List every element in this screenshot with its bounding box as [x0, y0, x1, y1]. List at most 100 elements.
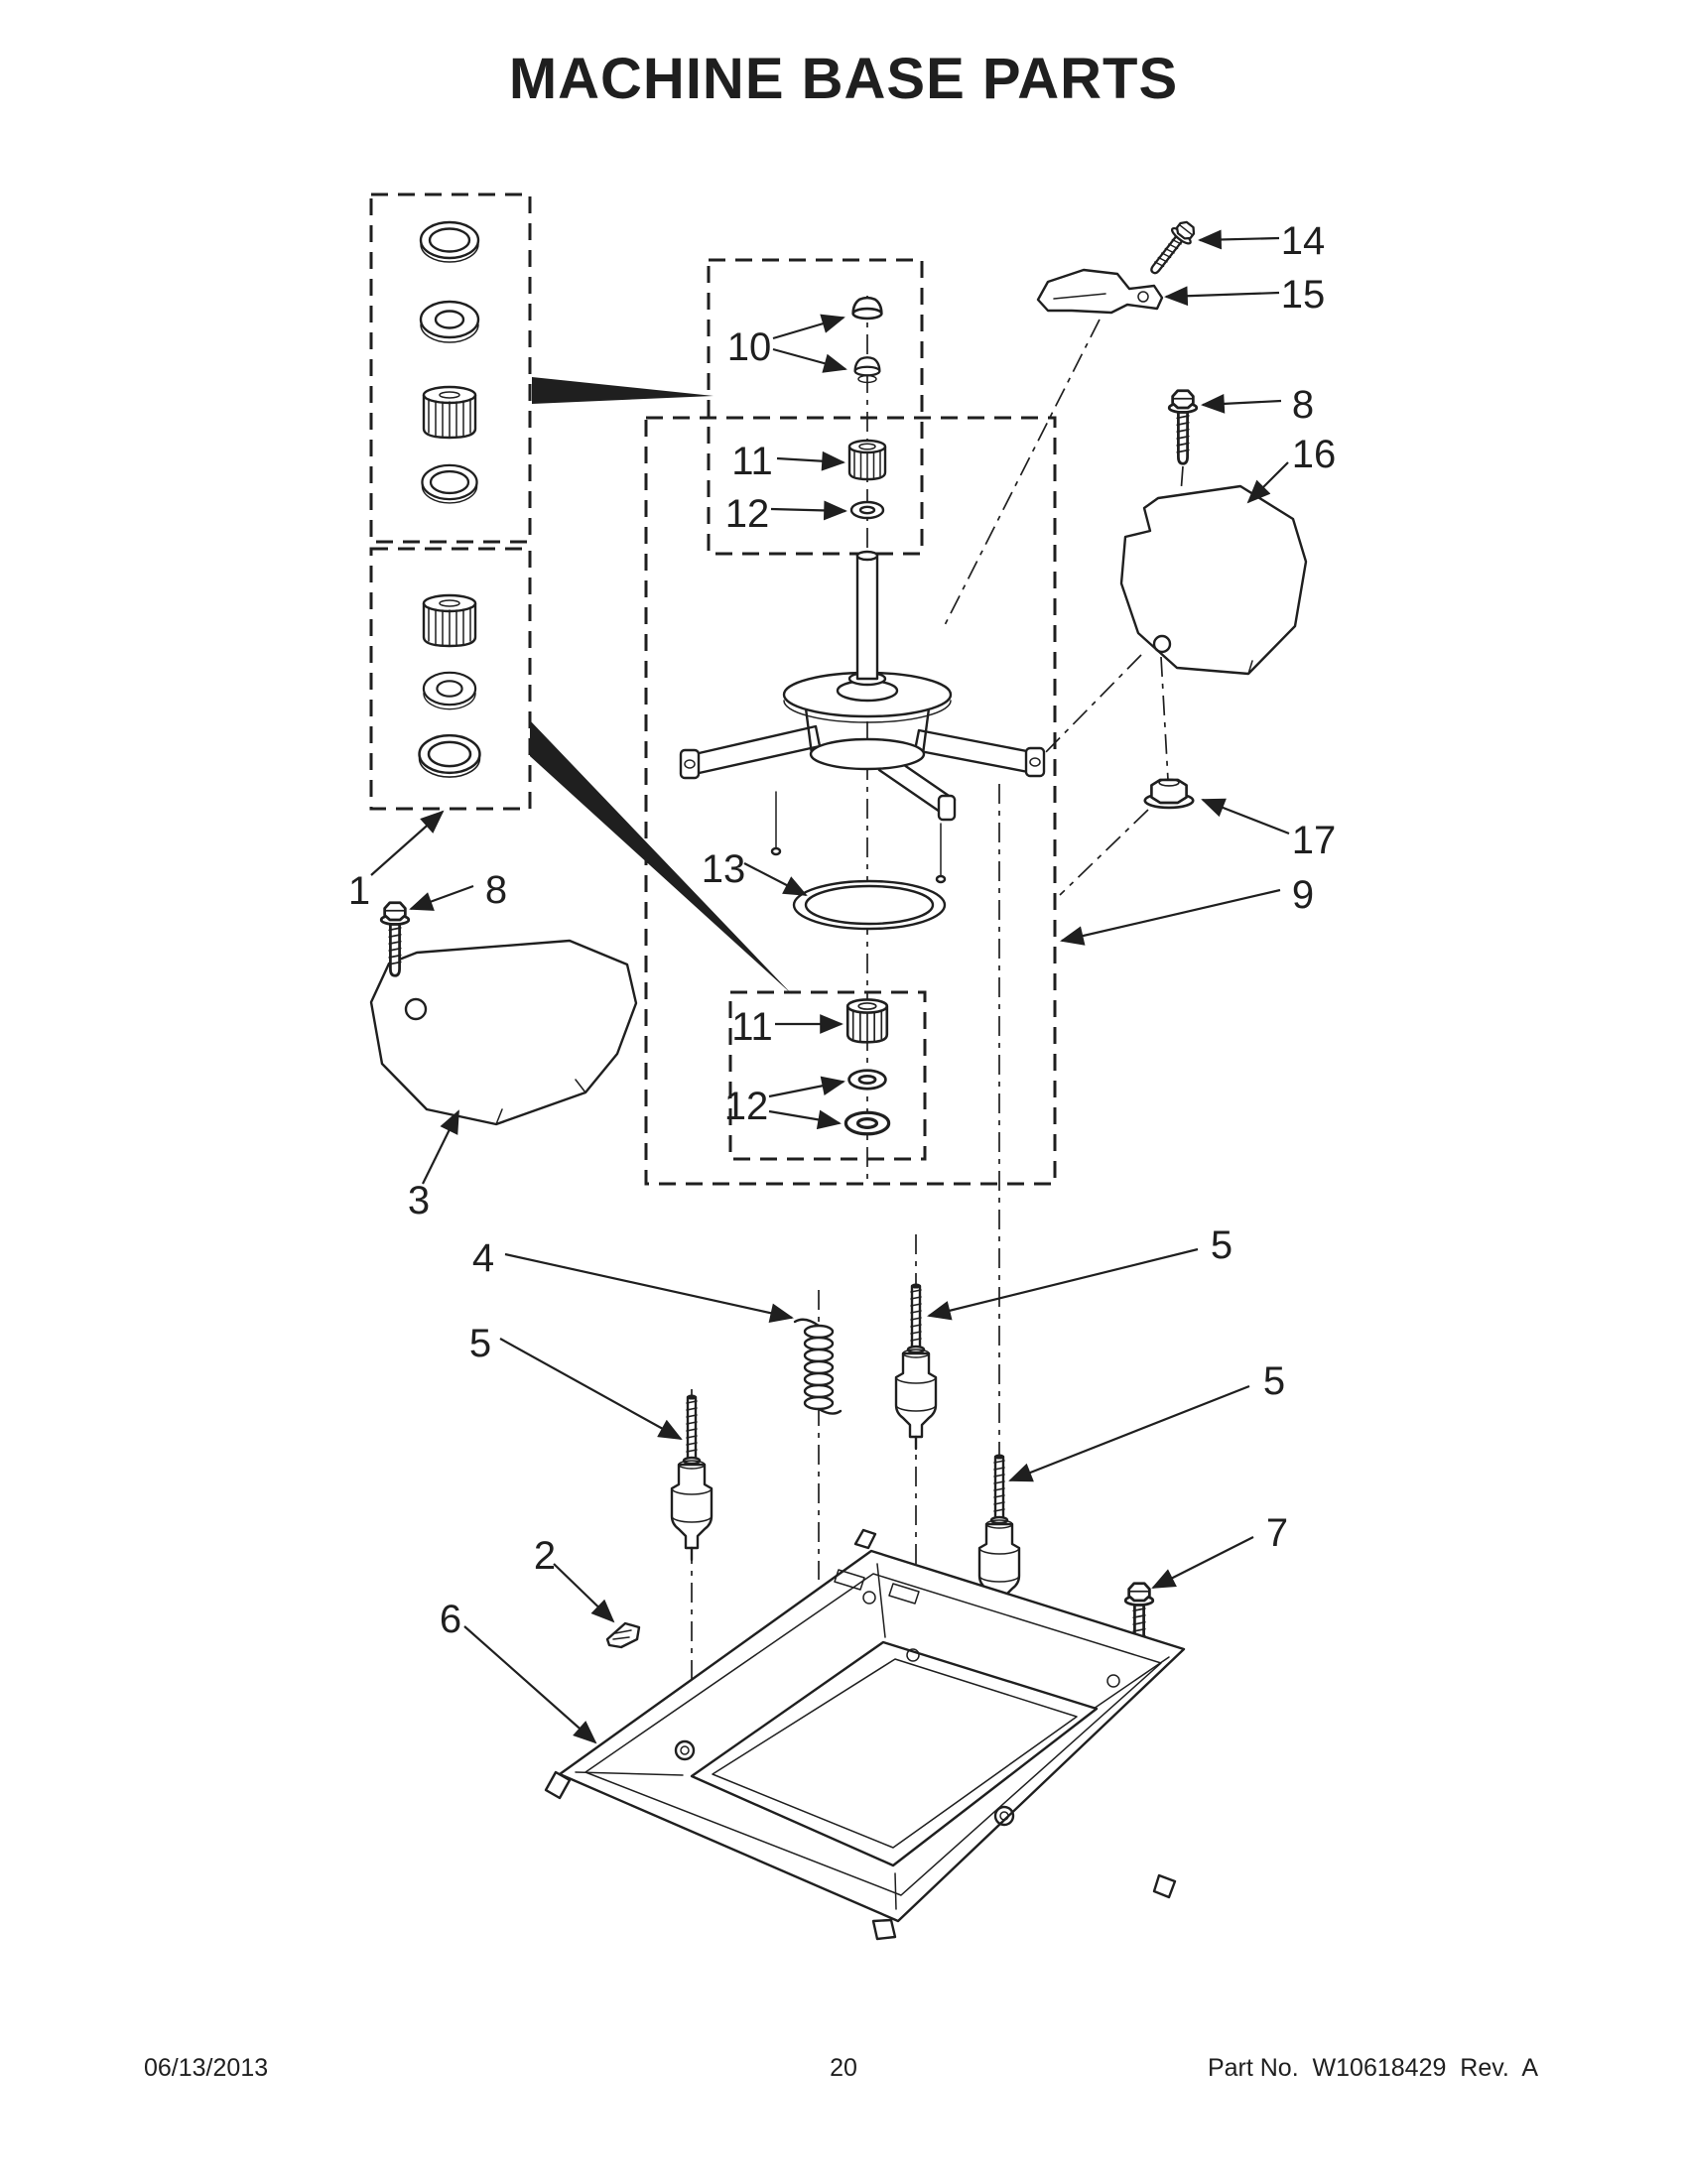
callout-4: 4: [472, 1236, 494, 1280]
base-gussets: [575, 1563, 1170, 1910]
leader-12-lower-b: [768, 1109, 842, 1130]
base-hole: [993, 1805, 1015, 1827]
splined-coupler-part: [422, 593, 477, 648]
thrust-cap-part: [851, 296, 883, 321]
callout-10: 10: [727, 325, 772, 369]
lower-bearing-stack: [844, 998, 891, 1136]
gearcase-arm-left: [693, 724, 822, 776]
wedge-pointer-lower: [530, 720, 792, 994]
base-hole: [1106, 1674, 1120, 1688]
gearcase-drum: [809, 737, 926, 771]
shaft-top: [855, 550, 879, 562]
washer-part: [847, 1069, 887, 1091]
centerline-bracket-to-gearcase: [944, 319, 1101, 626]
callout-5-middle: 5: [1211, 1223, 1233, 1267]
callout-8-left: 8: [485, 868, 507, 912]
bearing-part: [845, 998, 889, 1044]
bearing-part: [847, 439, 887, 481]
seal-ring-inner: [804, 884, 935, 926]
dashed-boxes: [369, 193, 1057, 1186]
base-slots: [834, 1569, 920, 1605]
leader-15: [1164, 286, 1280, 307]
base-hole: [862, 1591, 876, 1605]
left-side-parts: [369, 901, 638, 1126]
seal-ring-part: [418, 733, 481, 779]
brace-bracket-part-15: [1036, 268, 1164, 315]
base-opening-rim: [712, 1658, 1078, 1849]
page-title: MACHINE BASE PARTS: [508, 47, 1179, 111]
pulley-rim: [783, 700, 952, 723]
leader-5-left: [499, 1338, 683, 1440]
callout-3: 3: [408, 1179, 430, 1222]
base-plate-part-6: [544, 1528, 1186, 1941]
cap-collar: [857, 374, 877, 384]
suspension-damper-part-5-middle: [894, 1282, 938, 1451]
callout-11-upper: 11: [731, 440, 773, 483]
seal-ring-part: [422, 671, 477, 710]
leader-10-b: [772, 347, 847, 373]
washer-part: [849, 500, 885, 520]
leader-17: [1201, 798, 1290, 835]
leader-8-left: [409, 884, 474, 911]
callout-15: 15: [1281, 273, 1326, 317]
leader-lines: [370, 229, 1290, 1744]
callout-7: 7: [1266, 1511, 1288, 1555]
leader-14: [1198, 229, 1280, 250]
bracket-detail: [1053, 293, 1106, 300]
lower-bearing-box: [728, 990, 927, 1161]
callout-12-lower: 12: [724, 1085, 769, 1128]
leader-5-right: [1008, 1384, 1250, 1482]
callout-8-right: 8: [1292, 383, 1314, 427]
leader-5-middle: [927, 1247, 1199, 1321]
suspension-damper-part-5-left: [670, 1393, 714, 1562]
stud-tip: [935, 874, 947, 884]
callout-17: 17: [1292, 819, 1337, 862]
flanged-nut-part-17: [1143, 778, 1195, 810]
base-hole: [674, 1739, 696, 1761]
bracket-hole: [1137, 291, 1149, 303]
centerline-nut-to-box: [1059, 809, 1149, 896]
leader-16: [1246, 461, 1289, 504]
washer-part: [844, 1110, 891, 1136]
seal-kit-box-upper: [369, 193, 532, 544]
gearcase-assembly: [679, 550, 1046, 884]
leader-9: [1060, 888, 1281, 946]
suspension-parts: [605, 1282, 1155, 1658]
leader-4: [504, 1252, 794, 1323]
seal-kit-parts: [418, 220, 481, 779]
callout-5-left: 5: [469, 1322, 491, 1365]
callout-numbers: 14 15 8 16 10 11 12 17 9 1 8 13 11 12 3 …: [348, 219, 1336, 1641]
base-hole-inner: [680, 1745, 690, 1755]
base-foot: [1152, 1873, 1177, 1899]
gearcase-foot-front: [937, 794, 957, 822]
gearcase-arm-right: [913, 728, 1034, 774]
spring-hook-bottom: [817, 1407, 843, 1415]
base-hole: [906, 1648, 920, 1662]
motor-cover-part-16: [1119, 484, 1308, 676]
leader-1: [370, 810, 445, 876]
footer-date: 06/13/2013: [144, 2054, 269, 2082]
foot-hole: [1029, 757, 1041, 767]
callout-1: 1: [348, 869, 370, 913]
leader-13: [743, 862, 808, 896]
base-inner-rim: [584, 1573, 1162, 1896]
seal-ring-part: [419, 220, 480, 264]
callout-9: 9: [1292, 873, 1314, 917]
base-opening: [690, 1640, 1099, 1867]
spring-hook-top: [793, 1318, 821, 1328]
screw-part-8-right: [1167, 389, 1199, 465]
callout-2: 2: [534, 1534, 556, 1578]
spring-part-4: [793, 1318, 843, 1415]
splined-coupler-part: [422, 385, 477, 440]
footer-part-number: Part No. W10618429 Rev. A: [1207, 2054, 1538, 2082]
wedge-pointer-upper: [532, 377, 714, 404]
leader-2: [553, 1563, 615, 1623]
gearcase-foot-left: [679, 748, 701, 780]
seal-ring-part: [419, 300, 480, 344]
screw-part-14: [1142, 216, 1201, 281]
leader-7: [1151, 1536, 1254, 1589]
stud-tip: [770, 846, 782, 856]
motor-cover-part-3: [369, 939, 638, 1126]
callout-5-right: 5: [1263, 1359, 1285, 1403]
